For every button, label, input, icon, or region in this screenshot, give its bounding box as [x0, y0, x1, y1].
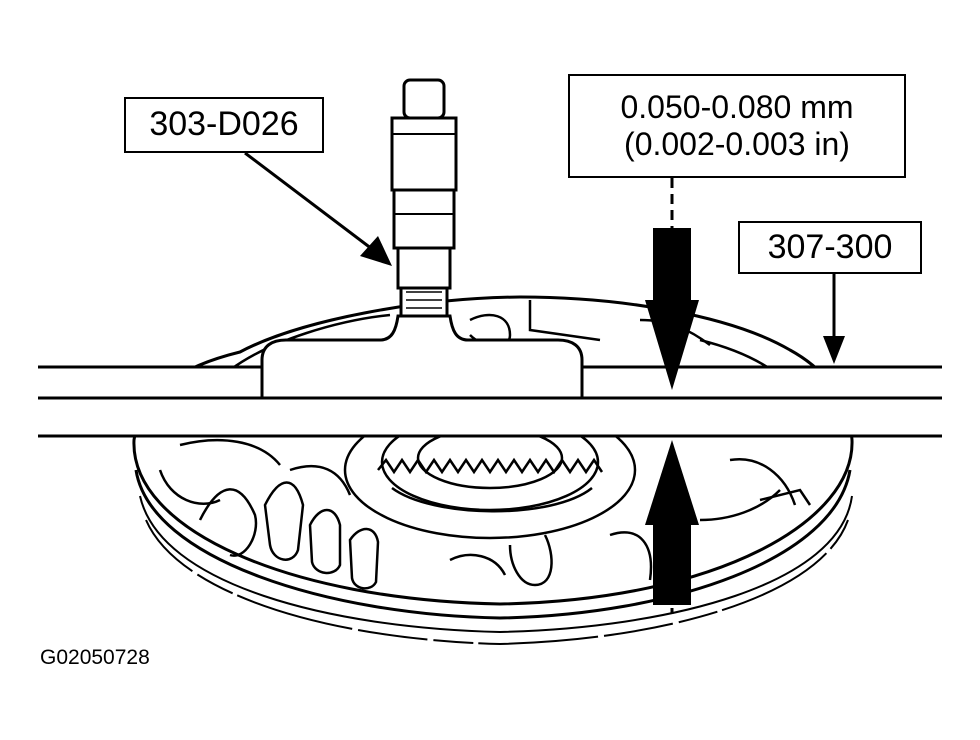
tool-label-text: 303-D026: [149, 105, 299, 144]
clearance-arrows: [645, 178, 699, 620]
bar-label-text: 307-300: [767, 227, 893, 266]
clearance-spec-label: 0.050-0.080 mm (0.002-0.003 in): [568, 74, 906, 178]
feeler-gauge-tool: [260, 78, 584, 400]
leader-arrows: [244, 151, 845, 364]
bar-label: 307-300: [738, 221, 922, 274]
pump-face-details: [158, 300, 812, 590]
clearance-metric-text: 0.050-0.080 mm: [620, 89, 854, 126]
tool-label: 303-D026: [124, 97, 324, 153]
clearance-imperial-text: (0.002-0.003 in): [624, 126, 850, 162]
figure-id: G02050728: [40, 646, 150, 669]
